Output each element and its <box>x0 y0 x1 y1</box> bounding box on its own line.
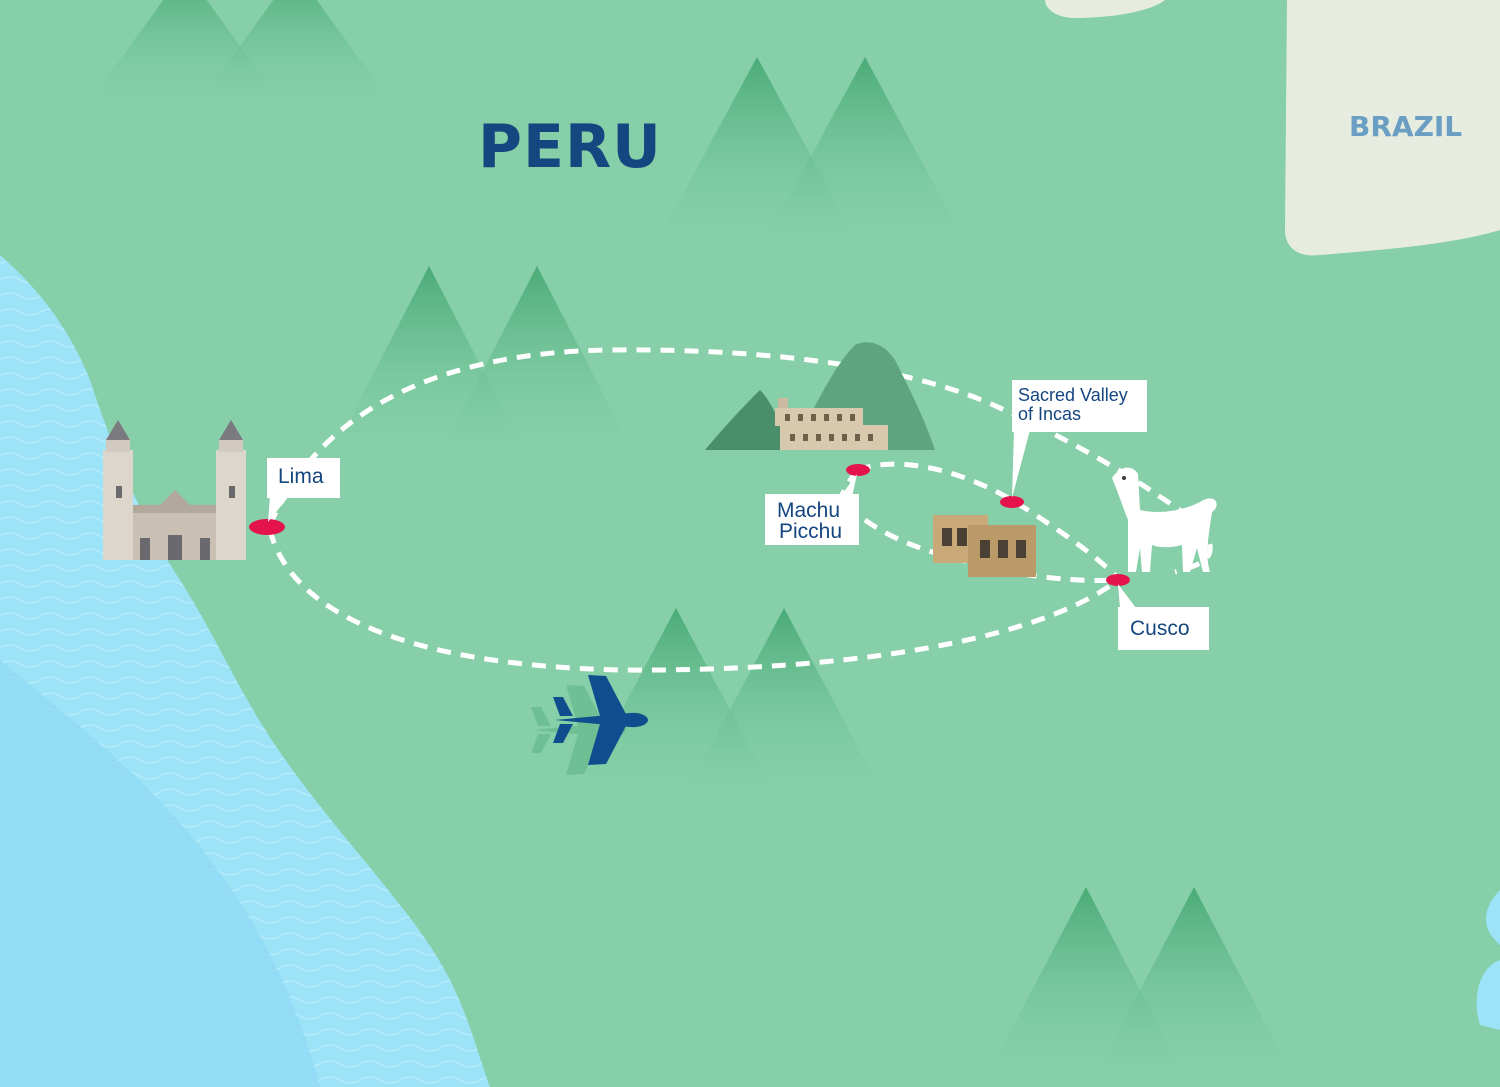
brazil-land <box>1045 0 1500 256</box>
pacific-ocean <box>0 255 490 1087</box>
callout-lima-label: Lima <box>278 465 324 488</box>
lima-cathedral-icon <box>103 420 246 560</box>
callout-machu-picchu: Machu Picchu <box>765 494 859 545</box>
callout-sacred-valley-line2: of Incas <box>1018 404 1082 424</box>
mountains <box>80 0 1299 1087</box>
callout-cusco: Cusco <box>1118 607 1209 650</box>
callout-sacred-valley-line1: Sacred Valley <box>1018 385 1128 405</box>
country-label-brazil: BRAZIL <box>1349 110 1463 143</box>
machu-picchu-ruins-icon <box>705 342 935 450</box>
callout-cusco-label: Cusco <box>1130 617 1190 640</box>
callout-sacred-valley: Sacred Valley of Incas <box>1012 380 1147 432</box>
airplane-icon <box>531 675 648 775</box>
inca-ruins-icon <box>933 515 1036 577</box>
right-water <box>1476 890 1500 1030</box>
callout-machu-picchu-line1: Machu <box>777 499 841 522</box>
llama-icon <box>1112 467 1217 572</box>
callout-pointers <box>268 430 1136 608</box>
place-markers <box>249 464 1130 586</box>
callout-machu-picchu-line2: Picchu <box>779 520 843 543</box>
country-label-peru: PERU <box>478 112 662 182</box>
callout-lima: Lima <box>267 458 340 498</box>
